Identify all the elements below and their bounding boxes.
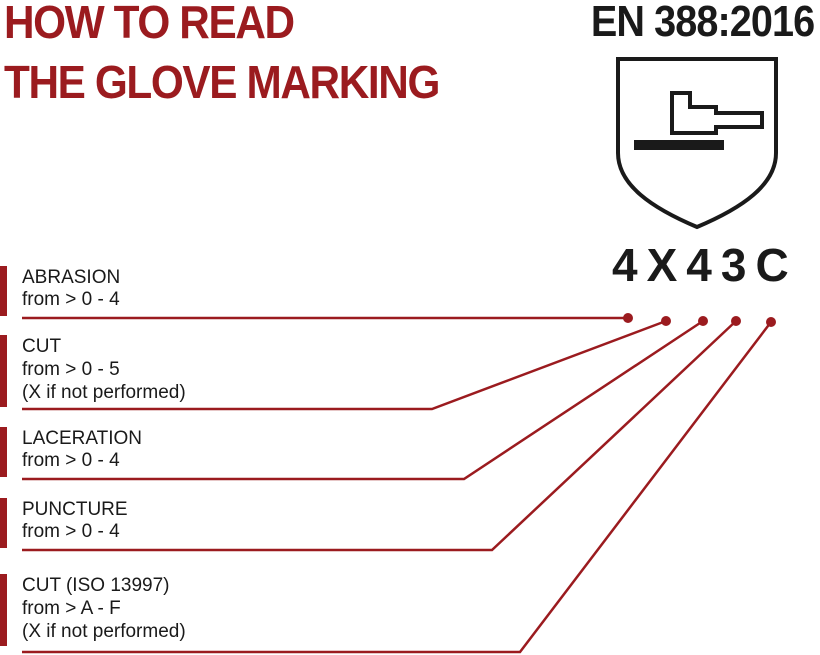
title-line-2: THE GLOVE MARKING — [4, 56, 440, 108]
connector-puncture — [22, 320, 737, 552]
category-laceration: LACERATION from > 0 - 4 — [0, 427, 420, 477]
category-bar — [0, 266, 7, 316]
category-range: from > 0 - 4 — [22, 521, 120, 542]
category-range: from > 0 - 5 — [22, 359, 120, 380]
category-cut: CUT from > 0 - 5 (X if not performed) — [0, 335, 420, 407]
connector-cut — [22, 319, 667, 411]
category-range: from > A - F — [22, 598, 121, 619]
category-note: (X if not performed) — [22, 382, 186, 403]
performance-marking: 4X43C — [612, 238, 798, 292]
category-name: LACERATION — [22, 428, 143, 449]
category-note: (X if not performed) — [22, 621, 186, 642]
standard-label: EN 388:2016 — [590, 0, 815, 46]
connector-dot — [623, 313, 633, 323]
category-range: from > 0 - 4 — [22, 289, 120, 310]
title-line-1: HOW TO READ — [4, 0, 295, 48]
connector-cut-iso — [22, 321, 772, 654]
category-name: ABRASION — [22, 267, 121, 288]
connector-dot — [731, 316, 741, 326]
category-bar — [0, 498, 7, 548]
category-puncture: PUNCTURE from > 0 - 4 — [0, 498, 420, 548]
category-cut-iso: CUT (ISO 13997) from > A - F (X if not p… — [0, 574, 420, 646]
connector-dot — [698, 316, 708, 326]
category-bar — [0, 427, 7, 477]
connector-dot — [766, 317, 776, 327]
category-bar — [0, 335, 7, 407]
category-name: CUT (ISO 13997) — [22, 575, 170, 596]
marking-char: X — [646, 239, 687, 291]
marking-char: 4 — [612, 239, 647, 291]
category-name: CUT — [22, 336, 62, 357]
marking-char: C — [755, 239, 798, 291]
category-abrasion: ABRASION from > 0 - 4 — [0, 266, 420, 316]
category-range: from > 0 - 4 — [22, 450, 120, 471]
category-bar — [0, 574, 7, 646]
category-name: PUNCTURE — [22, 499, 128, 520]
anvil-bar — [634, 140, 724, 150]
hammer-head — [670, 91, 764, 135]
connector-laceration — [22, 319, 704, 481]
connector-dot — [661, 316, 671, 326]
marking-char: 4 — [686, 239, 721, 291]
shield-hammer-icon — [616, 57, 778, 230]
marking-char: 3 — [720, 239, 756, 291]
